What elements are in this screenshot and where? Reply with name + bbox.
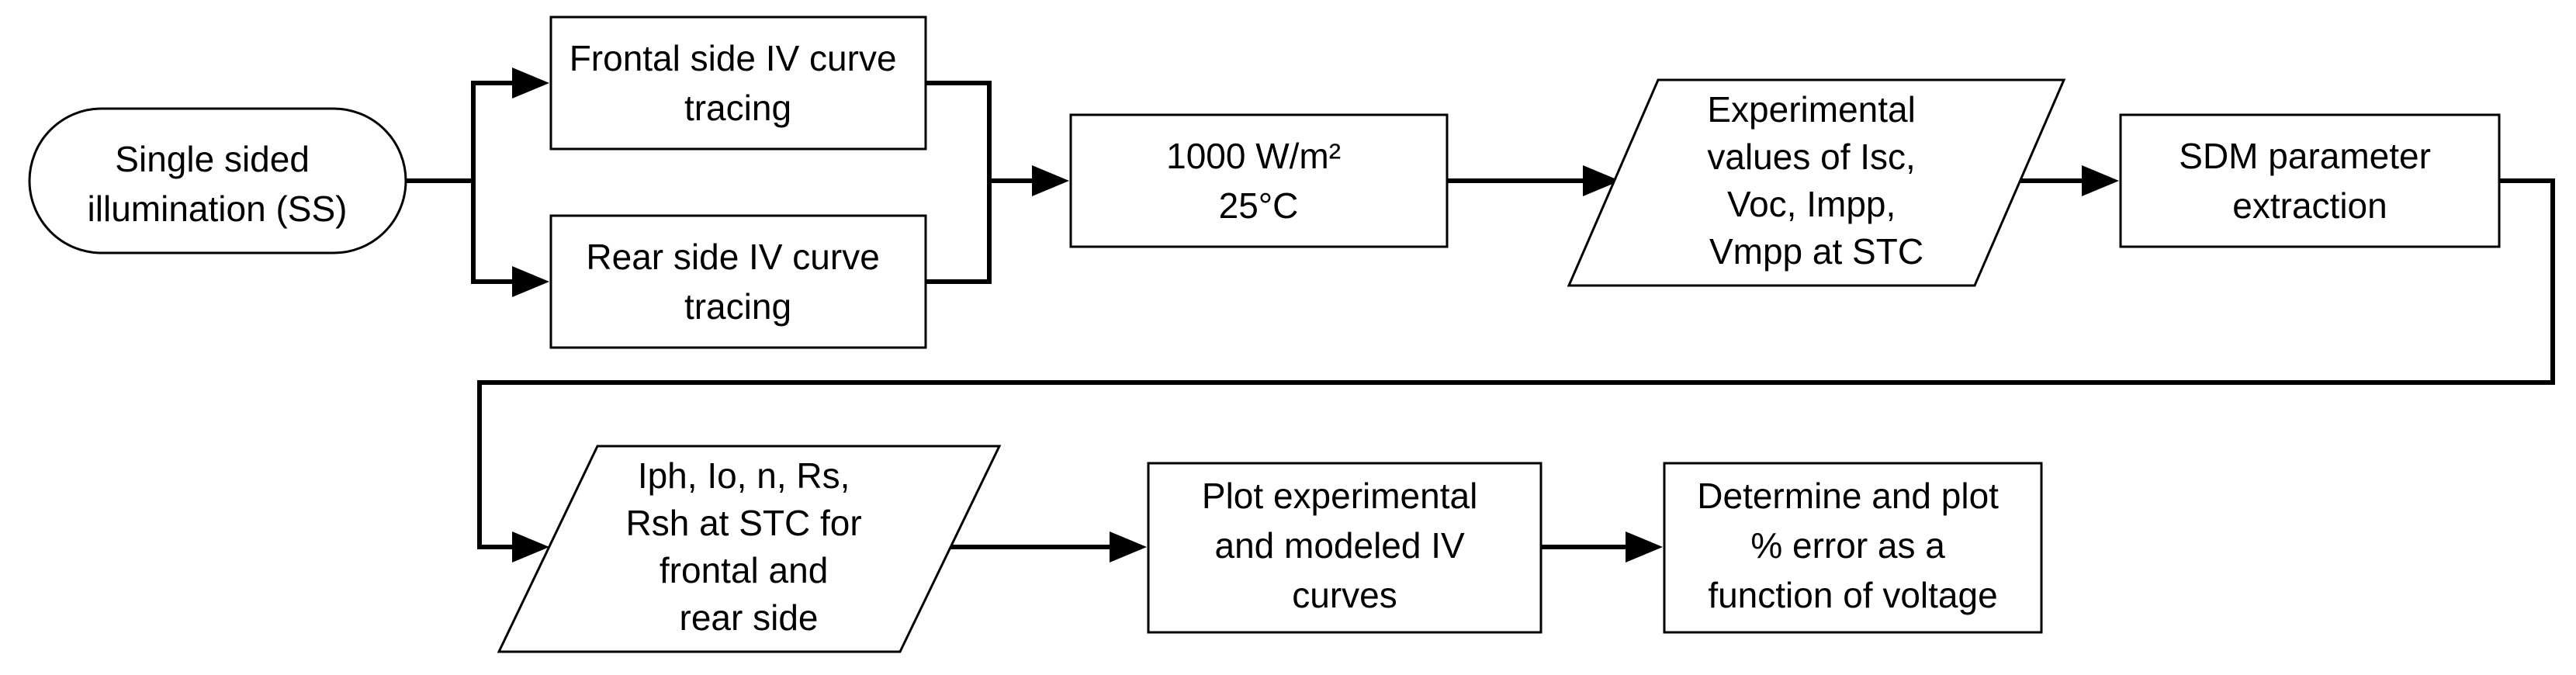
node-label-line: rear side — [680, 597, 819, 638]
node-label-line: Iph, Io, n, Rs, — [638, 455, 850, 496]
node-label-line: Rsh at STC for — [626, 503, 862, 543]
connectors — [406, 68, 2555, 562]
node-label: Single sided illumination (SS) — [88, 139, 348, 229]
data-parallelogram — [1567, 78, 2066, 287]
arrowhead-parameters — [512, 531, 549, 562]
node-label-line: tracing — [684, 88, 791, 128]
node-label-line: tracing — [684, 286, 791, 327]
process-box — [1663, 462, 2043, 634]
node-label: Determine and plot % error as a function… — [1697, 476, 2008, 615]
data-parallelogram — [497, 445, 1002, 653]
arrowhead-plot — [1110, 531, 1147, 562]
node-label-line: and modeled IV — [1214, 525, 1465, 566]
arrowhead-rear — [512, 266, 549, 297]
node-label: Frontal side IV curve tracing — [570, 38, 907, 128]
process-box — [2119, 113, 2501, 248]
node-plot-iv: Plot experimental and modeled IV curves — [1147, 462, 1542, 634]
node-label-line: Voc, Impp, — [1727, 184, 1896, 224]
connector-ss-to-frontal — [471, 81, 512, 181]
node-label-line: Experimental — [1707, 89, 1915, 130]
terminator-shape — [28, 107, 407, 254]
process-box — [1147, 462, 1542, 634]
node-frontal-iv: Frontal side IV curve tracing — [549, 16, 927, 151]
arrowhead-sdm — [2082, 165, 2119, 196]
node-label-line: illumination (SS) — [88, 189, 348, 229]
node-label-line: values of Isc, — [1707, 137, 1915, 177]
node-label-line: Vmpp at STC — [1709, 231, 1923, 272]
node-label-line: frontal and — [660, 550, 828, 590]
arrowhead-stc — [1032, 165, 1069, 196]
node-sdm-parameters: Iph, Io, n, Rs, Rsh at STC for frontal a… — [497, 445, 1002, 653]
node-experimental-values: Experimental values of Isc, Voc, Impp, V… — [1567, 78, 2066, 287]
node-label-line: Rear side IV curve — [586, 237, 879, 277]
node-label-line: 25°C — [1219, 185, 1299, 226]
node-label-line: function of voltage — [1708, 575, 1997, 615]
node-label: Experimental values of Isc, Voc, Impp, V… — [1707, 89, 1925, 272]
arrowhead-experimental — [1583, 165, 1620, 196]
node-label-line: Frontal side IV curve — [570, 38, 897, 78]
node-label-line: SDM parameter — [2179, 136, 2431, 176]
node-label: Iph, Io, n, Rs, Rsh at STC for frontal a… — [626, 455, 872, 638]
node-label-line: Plot experimental — [1202, 476, 1477, 516]
arrowhead-error — [1626, 531, 1663, 562]
process-box — [549, 214, 927, 349]
node-error-plot: Determine and plot % error as a function… — [1663, 462, 2043, 634]
node-label-line: % error as a — [1750, 525, 1945, 566]
connector-frontal-merge — [926, 81, 992, 181]
node-stc-conditions: 1000 W/m² 25°C — [1069, 113, 1449, 248]
process-box — [549, 16, 927, 151]
node-label: Rear side IV curve tracing — [586, 237, 889, 327]
node-label: SDM parameter extraction — [2179, 136, 2440, 226]
node-label-line: Determine and plot — [1697, 476, 1999, 516]
node-label-line: curves — [1292, 575, 1397, 615]
node-label-line: extraction — [2232, 185, 2387, 226]
arrowhead-frontal — [512, 68, 549, 99]
node-label-line: 1000 W/m² — [1166, 136, 1341, 176]
node-sdm-extraction: SDM parameter extraction — [2119, 113, 2501, 248]
node-label-line: Single sided — [115, 139, 310, 179]
node-label: 1000 W/m² 25°C — [1166, 136, 1351, 226]
node-label: Plot experimental and modeled IV curves — [1202, 476, 1487, 615]
node-single-sided: Single sided illumination (SS) — [28, 107, 407, 254]
process-box — [1069, 113, 1449, 248]
connector-ss-to-rear — [471, 181, 512, 284]
connector-rear-merge — [926, 181, 992, 284]
connector-sdm-wrap — [477, 178, 2555, 549]
node-rear-iv: Rear side IV curve tracing — [549, 214, 927, 349]
